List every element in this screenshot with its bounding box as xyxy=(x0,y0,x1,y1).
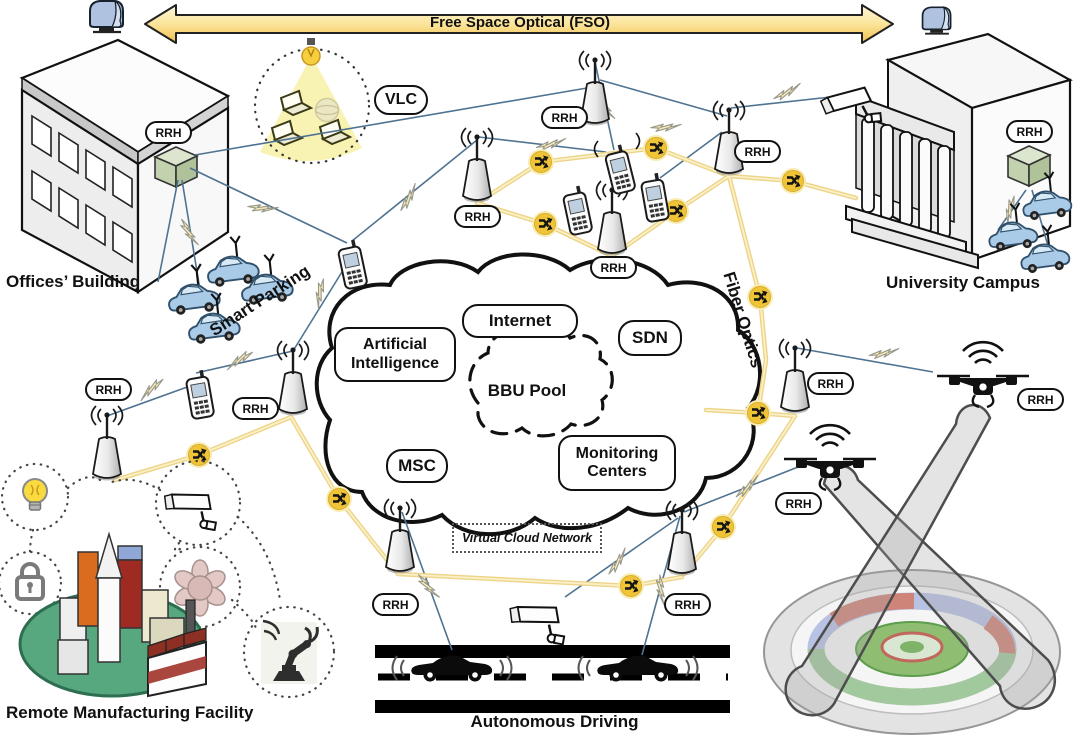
rrh-badge-tower-f: RRH xyxy=(232,397,279,420)
light-bulb-icon xyxy=(301,38,321,66)
autonomous-driving-road xyxy=(375,645,730,713)
fso-transceiver-icon xyxy=(88,0,125,34)
cell-tower-icon xyxy=(90,404,124,482)
rrh-badge-offices: RRH xyxy=(145,121,192,144)
fiber-splitter-icon xyxy=(184,440,214,470)
fiber-splitter-icon xyxy=(778,166,808,196)
lightning-bolt-icon xyxy=(868,343,900,363)
stadium xyxy=(763,569,1061,735)
smartphones xyxy=(183,132,671,421)
fso-link-arrow-icon xyxy=(144,4,894,44)
lightning-bolt-icon xyxy=(392,182,425,213)
light-beam-icon xyxy=(260,64,362,162)
iot-dotted-boundaries xyxy=(0,459,336,699)
fiber-splitter-icon xyxy=(743,398,773,428)
rrh-badge-tower-a: RRH xyxy=(541,106,588,129)
fiber-splitter-icon xyxy=(324,484,354,514)
vlc-badge: VLC xyxy=(374,85,428,115)
fiber-splitter-icon xyxy=(745,282,775,312)
smartphone-icon xyxy=(335,237,369,291)
cloud-msc-badge: MSC xyxy=(386,449,448,483)
rrh-badge-tower-b: RRH xyxy=(454,205,501,228)
drones xyxy=(782,340,1031,492)
cloud-monitoring-centers-badge: Monitoring Centers xyxy=(558,435,676,491)
rrh-badge-drone-2: RRH xyxy=(1017,388,1064,411)
fiber-splitter-icon xyxy=(641,133,671,163)
rrh-badge-tower-d: RRH xyxy=(734,140,781,163)
bbu-pool-cloud xyxy=(468,323,614,438)
offices-building xyxy=(19,0,231,295)
globe-icon xyxy=(314,97,340,123)
university-campus-building xyxy=(845,6,1073,270)
fso-banner-label: Free Space Optical (FSO) xyxy=(429,14,611,31)
cloud-ai-badge: Artificial Intelligence xyxy=(334,327,456,382)
cctv-camera-icon xyxy=(504,598,571,646)
rrh-badge-tower-c: RRH xyxy=(590,256,637,279)
virtual-cloud-network-label: Virtual Cloud Network xyxy=(452,523,602,553)
smartphone-icon xyxy=(183,368,216,421)
rrh-badge-drone-1: RRH xyxy=(775,492,822,515)
rrh-badge-tower-h: RRH xyxy=(372,593,419,616)
cell-tower-icon xyxy=(712,99,746,177)
bbu-pool-label: BBU Pool xyxy=(487,381,567,400)
lightning-bolt-icon xyxy=(246,195,279,221)
rrh-badge-tower-g: RRH xyxy=(85,378,132,401)
rrh-badge-university: RRH xyxy=(1006,120,1053,143)
cloud-internet-badge: Internet xyxy=(462,304,578,338)
smartphone-icon xyxy=(638,171,671,224)
beam-cone-icon xyxy=(784,403,992,717)
cloud-sdn-badge: SDN xyxy=(618,320,682,356)
autonomous-driving-label: Autonomous Driving xyxy=(470,712,639,731)
fiber-splitter-icon xyxy=(616,571,646,601)
lightning-bolt-icon xyxy=(771,82,803,102)
fso-transceiver-icon xyxy=(921,6,952,35)
cctv-camera-icon xyxy=(159,486,222,532)
remote-manufacturing-facility xyxy=(0,459,336,699)
university-campus-label: University Campus xyxy=(886,273,1040,292)
smartphone-icon xyxy=(560,183,594,237)
fiber-splitter-icon xyxy=(530,209,560,239)
fiber-splitter-icon xyxy=(708,512,738,542)
offices-building-label: Offices’ Building xyxy=(6,272,141,291)
drone-icon xyxy=(935,340,1031,409)
padlock-icon xyxy=(15,562,45,601)
fiber-splitter-icon xyxy=(526,147,556,177)
building-columns xyxy=(861,117,951,239)
cell-tower-icon xyxy=(276,339,310,417)
manufacturing-plant xyxy=(18,531,207,698)
lightning-bolt-icon xyxy=(731,474,764,500)
building-windows xyxy=(31,114,133,264)
lightning-bolt-icon xyxy=(649,115,682,139)
remote-manufacturing-facility-label: Remote Manufacturing Facility xyxy=(6,703,254,722)
vlc-zone xyxy=(253,38,371,165)
cell-tower-icon xyxy=(460,126,494,204)
rrh-badge-tower-i: RRH xyxy=(664,593,711,616)
gear-flower-icon xyxy=(174,559,226,617)
lightning-bolt-icon xyxy=(135,376,168,402)
light-bulb-icon xyxy=(22,478,48,511)
robot-arm-icon xyxy=(261,619,319,684)
rrh-badge-tower-e: RRH xyxy=(807,372,854,395)
drone-beam-cones xyxy=(784,403,1057,717)
